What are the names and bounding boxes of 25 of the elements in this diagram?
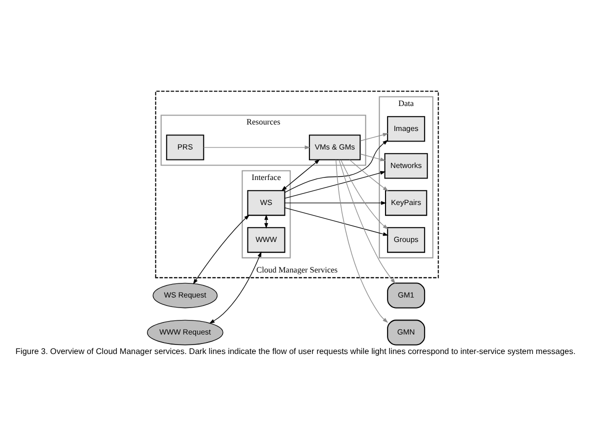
node-box: GMN	[387, 319, 426, 345]
node-ellipse: WS Request	[152, 282, 218, 308]
arrow	[336, 159, 388, 322]
arrow	[193, 214, 250, 284]
arrow	[349, 159, 388, 191]
arrow	[340, 159, 388, 229]
node-box: PRS	[166, 134, 204, 160]
node-box: WS	[247, 190, 286, 216]
node-box: VMs & GMs	[308, 134, 361, 160]
arrow	[284, 139, 388, 192]
arrow	[284, 206, 389, 236]
arrow	[360, 132, 388, 141]
arrow	[203, 145, 310, 149]
arrow	[209, 251, 262, 324]
node-box: GM1	[387, 282, 426, 308]
arrow	[338, 158, 396, 284]
node-box: Networks	[384, 152, 428, 178]
arrow	[281, 158, 320, 191]
node-box: Groups	[387, 226, 426, 252]
node-box: Images	[387, 116, 426, 142]
arrow	[284, 170, 386, 198]
node-box: WWW	[247, 226, 286, 252]
arrow	[360, 153, 386, 161]
node-box: KeyPairs	[385, 190, 428, 216]
arrow	[284, 200, 387, 204]
